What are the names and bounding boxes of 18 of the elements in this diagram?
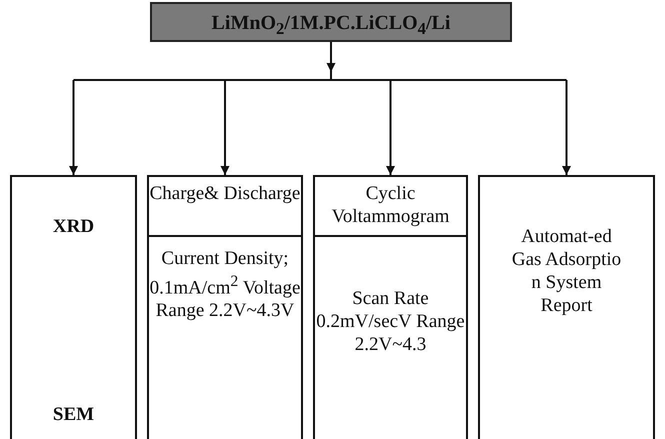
analysis-box (10, 175, 137, 439)
arrow (220, 80, 230, 175)
arrow (326, 42, 336, 72)
heading-text: Charge& Discharge (149, 182, 301, 205)
test-box (313, 175, 468, 439)
title-text: LiMnO$_{2}$/1M.PC.LiCLO$_{4}$/Li (210, 12, 452, 40)
title-box (150, 2, 512, 42)
heading-text: Cyclic Voltammogram (330, 182, 450, 228)
arrow (69, 80, 78, 175)
report-box (478, 175, 655, 439)
body-text: Current Density; 0.1mA/cm$^{2}$ Voltage Range 2.2V~4.3V (149, 247, 301, 322)
test-box (147, 175, 303, 439)
arrow (562, 80, 571, 175)
body-text: XRD (52, 215, 96, 238)
body-text: SEM (52, 403, 96, 426)
body-text: Automat-ed Gas Adsorptio n System Report (510, 225, 622, 317)
body-text: Scan Rate 0.2mV/secV Range 2.2V~4.3 (315, 287, 466, 356)
arrow (386, 80, 395, 175)
